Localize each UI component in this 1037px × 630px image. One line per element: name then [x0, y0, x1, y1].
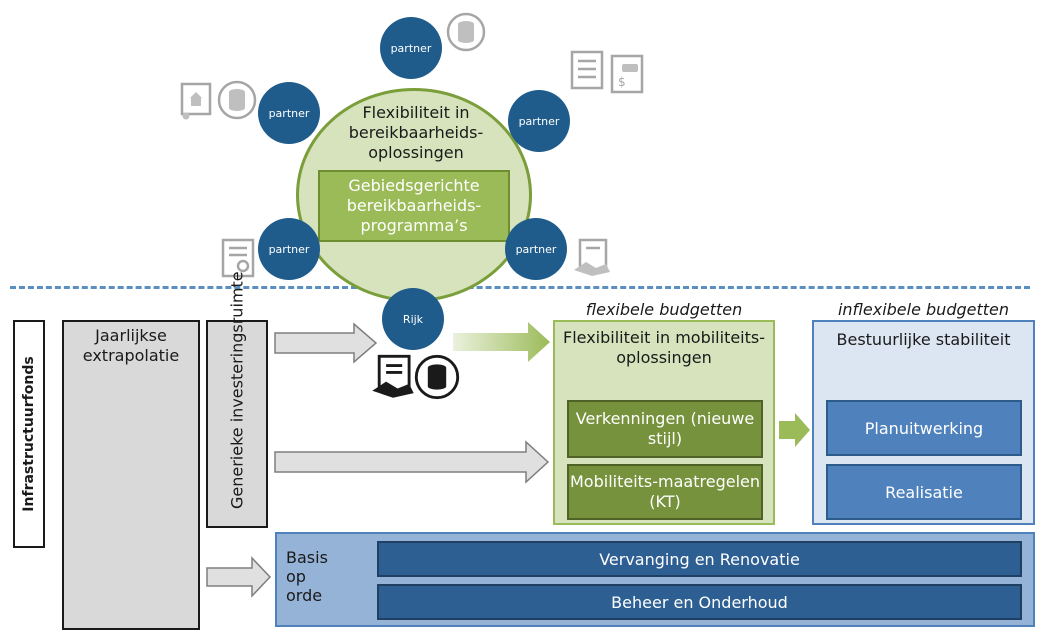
- partner-node-bottom-left: partner: [258, 218, 320, 280]
- arrow-to-rijk: [274, 322, 378, 364]
- house-certificate-icon: [180, 82, 212, 120]
- arrow-to-basis: [206, 556, 272, 598]
- inflexibele-budgetten-header: inflexibele budgetten: [837, 300, 1010, 319]
- vervanging-renovatie-bar: Vervanging en Renovatie: [377, 541, 1022, 577]
- arrow-to-flexible: [274, 440, 550, 484]
- coins-icon: [414, 354, 460, 400]
- jaarlijkse-extrapolatie-box: [62, 320, 200, 630]
- circle-title: Flexibiliteit in bereikbaarheids-oplossi…: [348, 103, 484, 162]
- partner-node-right: partner: [508, 90, 570, 152]
- coins-icon: [217, 80, 257, 120]
- partner-node-bottom-right: partner: [505, 218, 567, 280]
- verkenningen-box: Verkenningen (nieuwe stijl): [567, 400, 763, 458]
- partner-node-left: partner: [258, 82, 320, 144]
- flexibiliteit-mobiliteit-title: Flexibiliteit in mobiliteits-oplossingen: [562, 328, 766, 367]
- car-invoice-icon: $: [610, 54, 644, 94]
- beheer-onderhoud-bar: Beheer en Onderhoud: [377, 584, 1022, 620]
- rijk-node: Rijk: [382, 288, 444, 350]
- contract-icon: [221, 238, 255, 278]
- planuitwerking-box: Planuitwerking: [826, 400, 1022, 456]
- gebiedsgerichte-box: Gebiedsgerichte bereikbaarheids-programm…: [318, 170, 510, 242]
- realisatie-box: Realisatie: [826, 464, 1022, 520]
- green-arrow-rijk-to-flexible: [453, 322, 550, 362]
- bestuurlijke-stabiliteit-title: Bestuurlijke stabiliteit: [836, 330, 1011, 349]
- handshake-document-icon: [574, 238, 610, 276]
- mobiliteitsmaatregelen-box: Mobiliteits-maatregelen (KT): [567, 464, 763, 520]
- jaarlijkse-extrapolatie-label: Jaarlijkse extrapolatie: [82, 326, 180, 365]
- green-arrow-flexible-to-inflexible: [779, 413, 810, 447]
- flexibele-budgetten-header: flexibele budgetten: [585, 300, 743, 319]
- basis-op-orde-label: Basis op orde: [286, 548, 328, 605]
- checklist-icon: [570, 50, 604, 90]
- coins-icon: [446, 12, 486, 52]
- svg-text:$: $: [618, 75, 626, 89]
- infrastructuurfonds-box: [13, 320, 45, 548]
- partner-node-top: partner: [380, 17, 442, 79]
- handshake-document-icon: [372, 354, 414, 398]
- generieke-investeringsruimte-box: [206, 320, 268, 528]
- dashed-separator: [10, 286, 1030, 289]
